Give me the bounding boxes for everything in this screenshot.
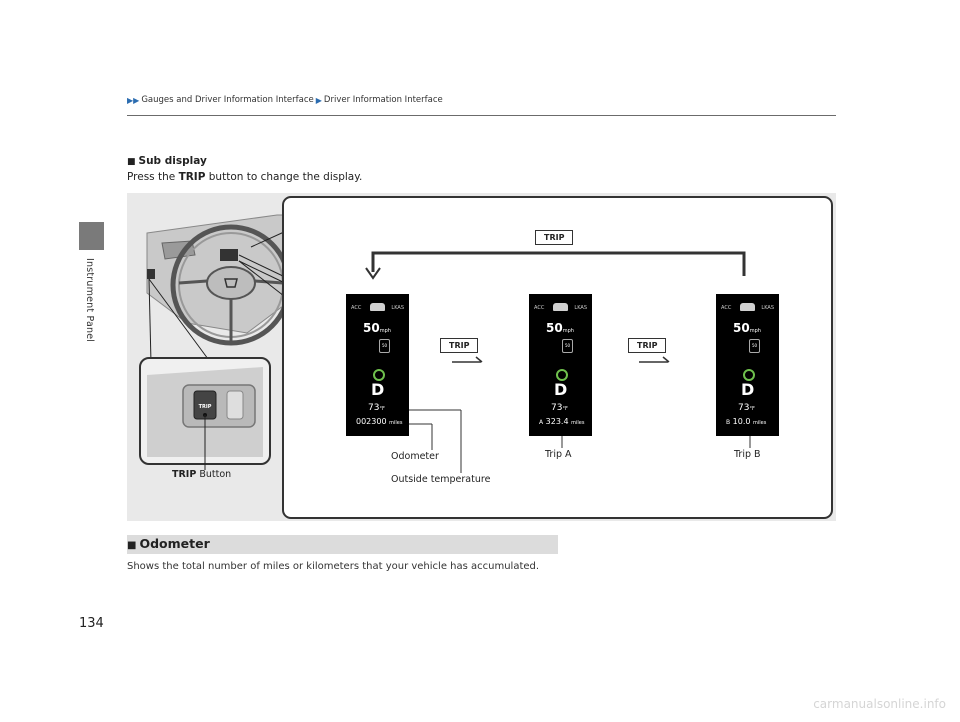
breadcrumb-arrow-icon: ▶▶ (127, 95, 140, 105)
callout-trip-button-bold: TRIP (172, 469, 197, 480)
trip-key-label: TRIP (535, 230, 574, 245)
breadcrumb-item[interactable]: Gauges and Driver Information Interface (141, 95, 314, 105)
odometer-readout: 002300 miles (356, 417, 402, 426)
speed-limit-sign: 50 (749, 339, 760, 353)
instruction-suffix: button to change the display. (208, 171, 363, 183)
screen-odometer: ACC LKAS 50mph 50 D 73°F 002300 miles (346, 294, 409, 436)
callout-trip-a: Trip A (545, 449, 572, 460)
sub-display-heading-text: Sub display (138, 155, 207, 167)
temp-value: 73 (368, 403, 380, 413)
temp-value: 73 (551, 403, 563, 413)
car-icon (553, 303, 568, 311)
breadcrumb-item[interactable]: Driver Information Interface (323, 95, 443, 105)
lkas-label: LKAS (391, 305, 404, 311)
trip-a-readout: A 323.4 miles (539, 417, 584, 426)
temp-unit: °F (562, 406, 568, 412)
speed-unit: mph (562, 328, 574, 334)
speed-number: 50 (546, 321, 563, 335)
sub-display-heading: ■Sub display (127, 155, 207, 167)
lkas-label: LKAS (574, 305, 587, 311)
breadcrumb: ▶▶ Gauges and Driver Information Interfa… (127, 95, 443, 105)
page-number: 134 (79, 616, 104, 631)
odometer-description: Shows the total number of miles or kilom… (127, 561, 540, 572)
chapter-label: Instrument Panel (84, 258, 95, 343)
breadcrumb-arrow-icon: ▶ (315, 95, 322, 105)
callout-outside-temperature: Outside temperature (391, 474, 491, 485)
readout-value: 002300 (356, 417, 387, 426)
readout-unit: miles (753, 420, 767, 426)
readout-value: 323.4 (545, 417, 569, 426)
gear-indicator: D (371, 380, 385, 399)
trip-key-label: TRIP (628, 338, 667, 353)
speed-value: 50mph (363, 321, 391, 335)
outside-temp: 73°F (368, 403, 385, 413)
temp-unit: °F (749, 406, 755, 412)
readout-prefix: B (726, 419, 731, 426)
svg-text:TRIP: TRIP (199, 404, 212, 410)
odometer-section-title: ■Odometer (127, 536, 210, 551)
speed-limit-sign: 50 (562, 339, 573, 353)
car-icon (740, 303, 755, 311)
readout-value: 10.0 (732, 417, 751, 426)
acc-label: ACC (351, 305, 362, 311)
readout-prefix: A (539, 419, 544, 426)
readout-unit: miles (571, 420, 585, 426)
callout-odometer: Odometer (391, 451, 439, 462)
square-bullet-icon: ■ (127, 540, 137, 551)
eco-icon (556, 369, 568, 381)
gear-indicator: D (554, 380, 568, 399)
odometer-section-bar (127, 535, 558, 554)
speed-number: 50 (733, 321, 750, 335)
outside-temp: 73°F (551, 403, 568, 413)
screen-trip-b: ACC LKAS 50mph 50 D 73°F B 10.0 miles (716, 294, 779, 436)
watermark: carmanualsonline.info (813, 697, 946, 711)
speed-number: 50 (363, 321, 380, 335)
callout-trip-b: Trip B (734, 449, 761, 460)
instruction-prefix: Press the (127, 171, 176, 183)
outside-temp: 73°F (738, 403, 755, 413)
speed-unit: mph (749, 328, 761, 334)
callout-trip-button: TRIP Button (172, 469, 231, 480)
lkas-label: LKAS (761, 305, 774, 311)
instruction-trip: TRIP (178, 171, 206, 183)
trip-button-closeup: TRIP (139, 357, 271, 465)
readout-unit: miles (389, 420, 403, 426)
gear-indicator: D (741, 380, 755, 399)
trip-key-label: TRIP (440, 338, 479, 353)
temp-unit: °F (379, 406, 385, 412)
header-divider (127, 115, 836, 116)
square-bullet-icon: ■ (127, 157, 136, 167)
trip-b-readout: B 10.0 miles (726, 417, 766, 426)
eco-icon (373, 369, 385, 381)
odometer-title-text: Odometer (139, 536, 210, 551)
sub-display-instruction: Press the TRIP button to change the disp… (127, 171, 362, 183)
callout-trip-button-text: Button (199, 469, 232, 480)
screen-trip-a: ACC LKAS 50mph 50 D 73°F A 323.4 miles (529, 294, 592, 436)
temp-value: 73 (738, 403, 750, 413)
car-icon (370, 303, 385, 311)
eco-icon (743, 369, 755, 381)
speed-value: 50mph (733, 321, 761, 335)
acc-label: ACC (534, 305, 545, 311)
speed-value: 50mph (546, 321, 574, 335)
speed-limit-sign: 50 (379, 339, 390, 353)
chapter-tab (79, 222, 104, 250)
speed-unit: mph (379, 328, 391, 334)
acc-label: ACC (721, 305, 732, 311)
